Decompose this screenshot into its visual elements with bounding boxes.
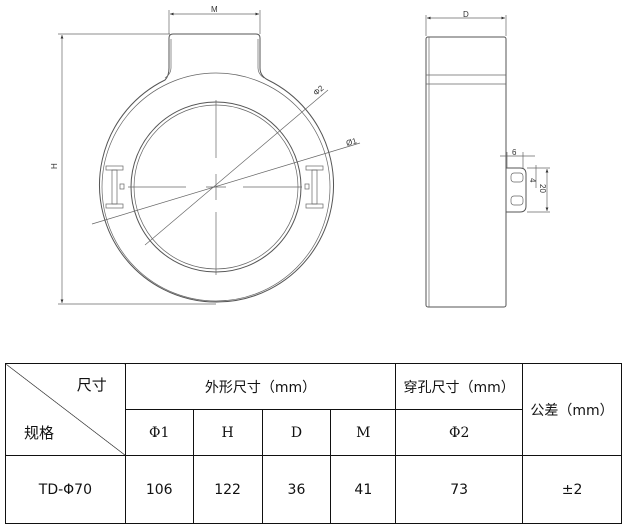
cell-phi2: 73 [395,455,524,524]
phi2-label: Φ2 [312,83,327,97]
side-view: D 6 4 20 [425,10,550,308]
side-clip [506,167,527,213]
m-label: M [211,5,218,14]
cell-model: TD-Φ70 [5,455,126,524]
left-clip [105,165,125,209]
side-body-outline [425,36,507,308]
h-label: H [50,163,59,169]
front-view: Φ2 Ø1 M H [50,5,361,305]
tolerance-header: 公差（mm） [522,363,622,456]
right-clip [304,165,324,209]
column-header-phi2: Φ2 [395,409,524,456]
column-header-h: H [192,409,263,456]
column-header-d: D [261,409,332,456]
column-header-phi1: Φ1 [124,409,194,456]
d-label: D [463,10,469,19]
phi1-dimension-line [91,142,361,225]
cell-phi1: 106 [124,455,194,524]
corner-top-label: 尺寸 [76,376,107,394]
phi2-dimension-line [144,89,329,246]
table-row: TD-Φ70 106 122 36 41 73 ±2 [5,455,622,524]
corner-header-cell: 尺寸 规格 [5,363,126,456]
cell-d: 36 [261,455,332,524]
outer-body-outline [99,33,334,303]
phi1-label: Ø1 [345,136,358,148]
clip-height-label: 20 [538,184,547,193]
hole-dimensions-header: 穿孔尺寸（mm） [395,363,524,410]
cell-h: 122 [192,455,263,524]
clip-width-label: 6 [512,148,517,157]
outer-dimensions-header: 外形尺寸（mm） [124,363,397,410]
column-header-m: M [330,409,397,456]
corner-bottom-label: 规格 [24,424,55,442]
spec-table: 尺寸 规格 外形尺寸（mm） 穿孔尺寸（mm） 公差（mm） Φ1 H D M … [5,363,622,524]
cell-m: 41 [330,455,397,524]
technical-drawing: Φ2 Ø1 M H D 6 4 20 [50,5,550,308]
clip-gap-label: 4 [528,178,537,183]
cell-tolerance: ±2 [522,455,622,524]
